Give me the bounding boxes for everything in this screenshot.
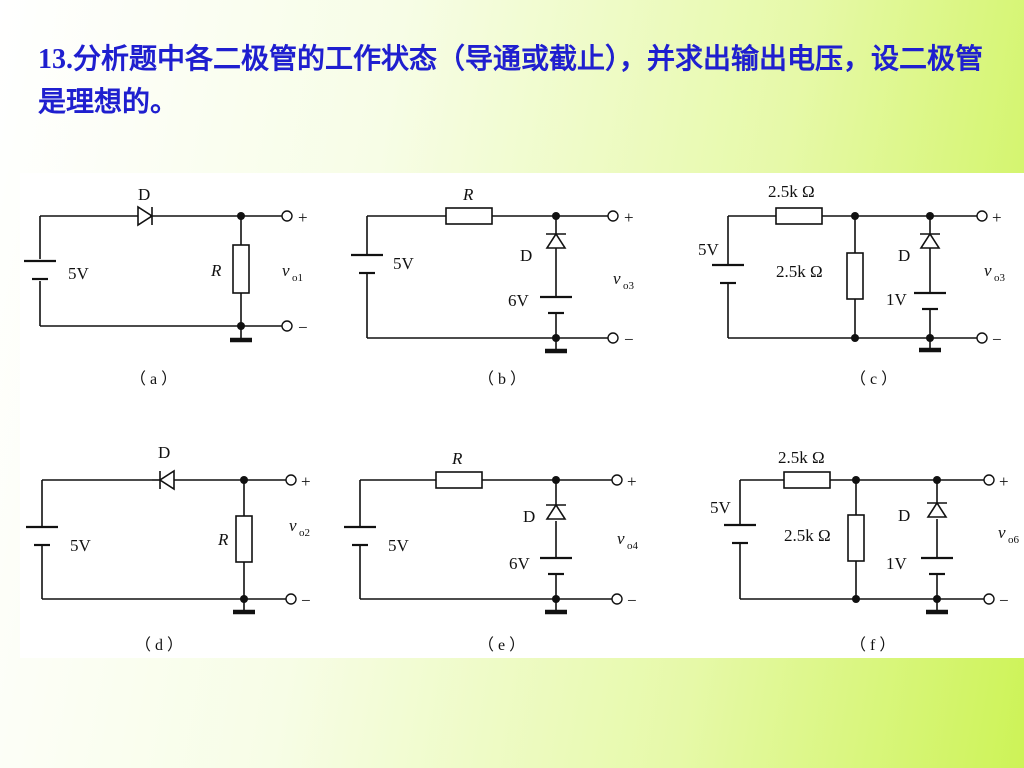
circuit-c-wires: [727, 215, 978, 339]
circuit-e-output-terminal-plus: [611, 474, 623, 486]
circuit-d-diode-label: D: [158, 443, 170, 462]
circuit-a-minus: −: [298, 318, 308, 337]
circuit-b-minus: −: [624, 330, 634, 349]
circuit-a-source-label: 5V: [68, 264, 90, 283]
circuit-d-resistor-label: R: [217, 530, 229, 549]
circuit-c-source-label: 5V: [698, 240, 720, 259]
circuit-d-vout-label: v: [289, 516, 297, 535]
circuit-b-vout-sub: o3: [623, 280, 635, 292]
circuit-f-battery-label: 1V: [886, 554, 908, 573]
circuit-e-vout-label: v: [617, 529, 625, 548]
circuit-diagrams: D 5V R + − v o1 （ a ） R 5V D 6V + − v o3: [24, 182, 1020, 654]
circuit-c: 2.5k Ω 5V 2.5k Ω D 1V + − v o3 （ c ）: [698, 182, 1006, 388]
circuit-f: 2.5k Ω 5V 2.5k Ω D 1V + − v o6 （ f ）: [710, 448, 1020, 654]
circuit-c-vout-sub: o3: [994, 272, 1006, 284]
circuit-e-output-terminal-minus: [611, 593, 623, 605]
question-number: 13.: [38, 44, 73, 75]
question-text: 分析题中各二极管的工作状态（导通或截止），并求出输出电压，设二极管是理想的。: [38, 42, 984, 118]
circuit-c-vout-label: v: [984, 261, 992, 280]
circuit-a-resistor: [232, 244, 250, 294]
circuit-e-minus: −: [627, 591, 637, 610]
circuit-f-output-terminal-plus: [983, 474, 995, 486]
circuit-f-diode-label: D: [898, 506, 910, 525]
circuit-a-vout-label: v: [282, 261, 290, 280]
circuit-c-caption: （ c ）: [850, 370, 897, 388]
circuit-f-diode-symbol: [926, 501, 948, 518]
circuit-d: D 5V R + − v o2 （ d ）: [26, 443, 311, 654]
circuit-c-plus: +: [992, 208, 1002, 227]
circuit-b-source-label: 5V: [393, 254, 415, 273]
circuit-c-battery-label: 1V: [886, 290, 908, 309]
circuit-b: R 5V D 6V + − v o3 （ b ）: [351, 185, 635, 388]
question-title: 13.分析题中各二极管的工作状态（导通或截止），并求出输出电压，设二极管是理想的…: [38, 38, 998, 123]
circuit-f-output-terminal-minus: [983, 593, 995, 605]
circuit-a-output-terminal-minus: [281, 320, 293, 332]
circuit-e: R 5V D 6V + − v o4 （ e ）: [344, 449, 639, 654]
circuit-b-output-terminal-minus: [607, 332, 619, 344]
circuit-e-battery-label: 6V: [509, 554, 531, 573]
circuit-e-wires: [359, 479, 614, 600]
circuit-a-caption: （ a ）: [130, 370, 177, 388]
circuit-f-minus: −: [999, 591, 1009, 610]
circuit-f-vout-label: v: [998, 523, 1006, 542]
circuit-f-series-resistor-label: 2.5k Ω: [778, 448, 825, 467]
circuit-c-minus: −: [992, 330, 1002, 349]
circuit-c-series-resistor: [775, 207, 823, 225]
circuit-f-source-label: 5V: [710, 498, 732, 517]
circuit-e-source-label: 5V: [388, 536, 410, 555]
circuit-e-diode-label: D: [523, 507, 535, 526]
circuit-f-shunt-resistor-label: 2.5k Ω: [784, 526, 831, 545]
circuit-a-resistor-label: R: [210, 261, 222, 280]
circuit-b-resistor-label: R: [462, 185, 474, 204]
circuit-d-source-label: 5V: [70, 536, 92, 555]
circuit-d-resistor: [235, 515, 253, 563]
circuit-f-series-resistor: [783, 471, 831, 489]
circuit-c-shunt-resistor: [846, 252, 864, 300]
circuit-d-vout-sub: o2: [299, 527, 310, 539]
circuit-f-wires: [739, 479, 985, 600]
circuit-e-plus: +: [627, 472, 637, 491]
circuit-f-vout-sub: o6: [1008, 534, 1020, 546]
circuit-e-diode-symbol: [545, 503, 567, 520]
circuit-d-plus: +: [301, 472, 311, 491]
circuit-c-output-terminal-plus: [976, 210, 988, 222]
circuit-c-shunt-resistor-label: 2.5k Ω: [776, 262, 823, 281]
circuit-d-caption: （ d ）: [135, 636, 183, 654]
circuit-c-diode-label: D: [898, 246, 910, 265]
circuit-b-output-terminal-plus: [607, 210, 619, 222]
circuit-e-resistor-label: R: [451, 449, 463, 468]
circuit-b-vout-label: v: [613, 269, 621, 288]
circuit-b-battery-label: 6V: [508, 291, 530, 310]
circuit-c-output-terminal-minus: [976, 332, 988, 344]
circuit-b-diode-label: D: [520, 246, 532, 265]
circuit-b-diode-symbol: [545, 232, 567, 249]
circuit-a-diode-symbol: [137, 205, 154, 227]
circuit-f-caption: （ f ）: [850, 636, 895, 654]
circuit-e-vout-sub: o4: [627, 540, 639, 552]
circuit-c-diode-symbol: [919, 232, 941, 249]
circuit-c-series-resistor-label: 2.5k Ω: [768, 182, 815, 201]
circuit-a-output-terminal-plus: [281, 210, 293, 222]
circuit-a-diode-label: D: [138, 185, 150, 204]
circuit-b-wires: [366, 215, 610, 339]
circuit-figure: D 5V R + − v o1 （ a ） R 5V D 6V + − v o3: [20, 173, 1024, 658]
circuit-b-plus: +: [624, 208, 634, 227]
circuit-d-minus: −: [301, 591, 311, 610]
circuit-b-caption: （ b ）: [478, 370, 526, 388]
circuit-a-plus: +: [298, 208, 308, 227]
circuit-a-vout-sub: o1: [292, 272, 303, 284]
circuit-d-wires: [41, 479, 288, 600]
circuit-a-node-top: [237, 212, 245, 220]
circuit-f-plus: +: [999, 472, 1009, 491]
circuit-a-wires: [39, 215, 285, 327]
circuit-d-diode-symbol: [158, 469, 175, 491]
circuit-f-shunt-resistor: [847, 514, 865, 562]
circuit-e-caption: （ e ）: [478, 636, 525, 654]
circuit-d-output-terminal-plus: [285, 474, 297, 486]
circuit-b-resistor: [445, 207, 493, 225]
circuit-e-resistor: [435, 471, 483, 489]
circuit-a: D 5V R + − v o1 （ a ）: [24, 185, 308, 388]
circuit-d-output-terminal-minus: [285, 593, 297, 605]
